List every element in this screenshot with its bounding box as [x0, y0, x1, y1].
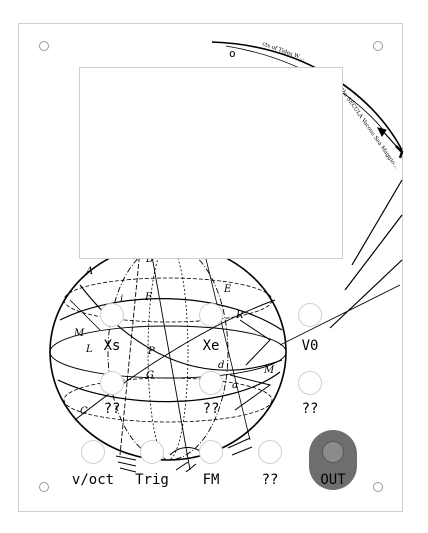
svg-text:a: a [232, 380, 238, 391]
label-unknown-4: ?? [261, 472, 279, 488]
jack-voct[interactable] [81, 440, 105, 464]
out-jack-socket [322, 441, 344, 463]
svg-text:R: R [235, 310, 244, 321]
jack-xs[interactable] [100, 303, 124, 327]
display-window [79, 67, 343, 259]
screw-top-left [39, 41, 49, 51]
svg-text:M: M [263, 365, 275, 376]
jack-xe[interactable] [199, 303, 223, 327]
globe-engraving [49, 243, 287, 473]
jack-unknown-4[interactable] [258, 440, 282, 464]
jack-fm[interactable] [199, 440, 223, 464]
label-out: OUT [320, 472, 346, 488]
svg-text:i: i [120, 294, 123, 305]
svg-text:A: A [85, 266, 93, 277]
jack-unknown-3[interactable] [298, 371, 322, 395]
svg-text:P: P [147, 346, 155, 357]
jack-unknown-2[interactable] [199, 371, 223, 395]
jack-unknown-1[interactable] [100, 371, 124, 395]
svg-text:M: M [73, 328, 85, 339]
svg-text:G: G [146, 370, 154, 381]
screw-bottom-left [39, 482, 49, 492]
svg-text:F: F [144, 292, 153, 303]
label-unknown-1: ?? [103, 401, 121, 417]
label-xe: Xe [202, 338, 220, 354]
label-unknown-2: ?? [202, 401, 220, 417]
panel-border [18, 23, 403, 512]
svg-text:E: E [223, 284, 232, 295]
svg-text:L: L [85, 344, 93, 355]
jack-out[interactable] [309, 430, 357, 490]
screw-bottom-right [373, 482, 383, 492]
svg-text:B: B [145, 254, 153, 265]
label-xs: Xs [103, 338, 121, 354]
label-trig: Trig [135, 472, 169, 488]
jack-trig[interactable] [140, 440, 164, 464]
globe-letters: A B E F i R M L P G d a M C [73, 254, 275, 417]
label-voct: v/oct [71, 472, 115, 488]
arc-letter-o: o [229, 47, 236, 60]
svg-text:d: d [218, 360, 224, 371]
label-unknown-3: ?? [301, 401, 319, 417]
label-fm: FM [202, 472, 220, 488]
label-v0: V0 [301, 338, 319, 354]
screw-top-right [373, 41, 383, 51]
svg-text:C: C [80, 406, 88, 417]
jack-v0[interactable] [298, 303, 322, 327]
arc-caption-2: cts of Tides W… [261, 41, 305, 62]
